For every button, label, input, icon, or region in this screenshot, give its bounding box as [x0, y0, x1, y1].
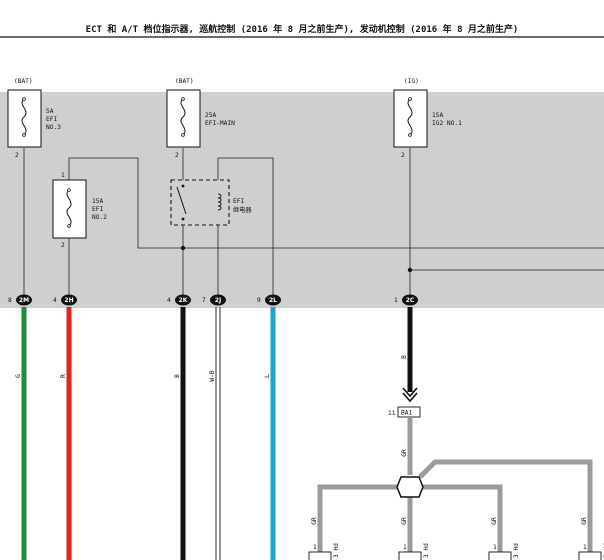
- fuse-efi-no3: (BAT) 5A EFI NO.3 2: [7, 78, 61, 159]
- connector-2L: 9 2L: [257, 294, 281, 306]
- connector-oval: [61, 294, 77, 306]
- connector-2J: 7 2J: [202, 294, 226, 306]
- connector-pin: 8: [8, 297, 12, 304]
- chevron-down-icon: [402, 387, 418, 403]
- svg-text:2: 2: [61, 242, 65, 249]
- internal-wiring: [23, 148, 604, 297]
- connector-oval: [175, 294, 191, 306]
- junction-block-panel: [0, 92, 604, 308]
- page-title: ECT 和 A/T 档位指示器, 巡航控制 (2016 年 8 月之前生产), …: [85, 25, 519, 35]
- connector-pin: 1: [394, 297, 398, 304]
- connector-oval: [402, 294, 418, 306]
- connector-2M: 8 2M: [8, 294, 32, 306]
- fuse-icon: [66, 189, 72, 227]
- branch-tag: 3 Hd: [333, 543, 340, 558]
- svg-text:EFI-MAIN: EFI-MAIN: [205, 120, 235, 127]
- connector-pin: 1: [403, 544, 407, 551]
- connector-id: 2C: [406, 297, 415, 304]
- svg-text:(BAT): (BAT): [14, 78, 33, 85]
- svg-text:(IG): (IG): [404, 78, 419, 85]
- harness-wires: [21, 307, 418, 560]
- fuse-icon: [180, 98, 186, 136]
- connector-oval: [16, 294, 32, 306]
- connector-id: 2J: [215, 297, 221, 304]
- branch-connector: GR 1 3 Hd: [488, 517, 520, 560]
- svg-text:11: 11: [388, 410, 396, 417]
- connector-id: 2M: [19, 297, 29, 304]
- connector-box: [308, 551, 332, 560]
- connector-oval: [210, 294, 226, 306]
- gray-branch-harness: [317, 417, 593, 560]
- wire-color-label: B: [174, 374, 181, 378]
- splice-junction: [396, 476, 424, 498]
- svg-text:2: 2: [15, 152, 19, 159]
- branch-connector: GR 1 3 Hd: [308, 517, 340, 560]
- connector-box: [488, 551, 512, 560]
- wire-color-label: GR: [491, 517, 498, 525]
- connector-oval: [265, 294, 281, 306]
- connector-pin: 7: [202, 297, 206, 304]
- svg-text:(BAT): (BAT): [175, 78, 194, 85]
- svg-text:1: 1: [61, 172, 65, 179]
- connector-pin: 1: [493, 544, 497, 551]
- branch-connector: GR 1 3 Hd: [398, 517, 430, 560]
- connector-id: 2L: [269, 297, 277, 304]
- wire-color-label: R: [60, 374, 67, 378]
- connector-id: 2K: [179, 297, 188, 304]
- fuse-efi-main: (BAT) 25A EFI-MAIN 2: [166, 78, 235, 159]
- wire-color-label: W-B: [209, 370, 216, 381]
- svg-text:IG2 NO.1: IG2 NO.1: [432, 120, 462, 127]
- wire-color-label: GR: [401, 449, 408, 457]
- connector-pin: 9: [257, 297, 261, 304]
- svg-text:继电器: 继电器: [233, 206, 252, 214]
- connector-pin: 4: [53, 297, 57, 304]
- splice-dot: [407, 267, 413, 273]
- svg-text:25A: 25A: [205, 112, 216, 119]
- connector-pin: 1: [583, 544, 587, 551]
- branch-tag: 3 Hd: [513, 543, 520, 558]
- wire-color-label: B: [401, 355, 408, 359]
- branch-tag: 3 Hd: [423, 543, 430, 558]
- svg-text:15A: 15A: [92, 198, 103, 205]
- svg-text:5A: 5A: [46, 108, 54, 115]
- wire-color-label: GR: [401, 517, 408, 525]
- connector-2K: 4 2K: [167, 294, 191, 306]
- fuse-icon: [407, 98, 413, 136]
- relay-switch-icon: [176, 186, 187, 215]
- svg-text:2: 2: [401, 152, 405, 159]
- connector-pin: 4: [167, 297, 171, 304]
- wire-color-label: GR: [581, 517, 588, 525]
- svg-text:EFI: EFI: [46, 116, 57, 123]
- fuse-icon: [21, 98, 27, 136]
- svg-text:EFI: EFI: [233, 198, 244, 205]
- svg-text:BA1: BA1: [401, 410, 412, 417]
- connector-2H: 4 2H: [53, 294, 77, 306]
- efi-relay: EFI 继电器: [170, 179, 252, 226]
- wire-color-label: GR: [311, 517, 318, 525]
- connector-2C: 1 2C: [394, 294, 418, 306]
- svg-text:NO.2: NO.2: [92, 214, 107, 221]
- connector-pin: 1: [313, 544, 317, 551]
- splice-dot: [180, 245, 186, 251]
- svg-text:15A: 15A: [432, 112, 443, 119]
- connector-box: [578, 551, 602, 560]
- fuse-ig2-no1: (IG) 15A IG2 NO.1 2: [393, 78, 462, 159]
- junction-connector-ba1: 11 BA1: [388, 406, 421, 418]
- wire-color-label: L: [264, 374, 271, 378]
- svg-text:EFI: EFI: [92, 206, 103, 213]
- connector-id: 2H: [64, 297, 73, 304]
- svg-text:2: 2: [175, 152, 179, 159]
- relay-coil-icon: [217, 193, 222, 211]
- svg-text:NO.3: NO.3: [46, 124, 61, 131]
- wire-color-label: G: [15, 374, 22, 378]
- fuse-efi-no2: 15A EFI NO.2 1 2: [52, 172, 107, 249]
- connector-box: [398, 551, 422, 560]
